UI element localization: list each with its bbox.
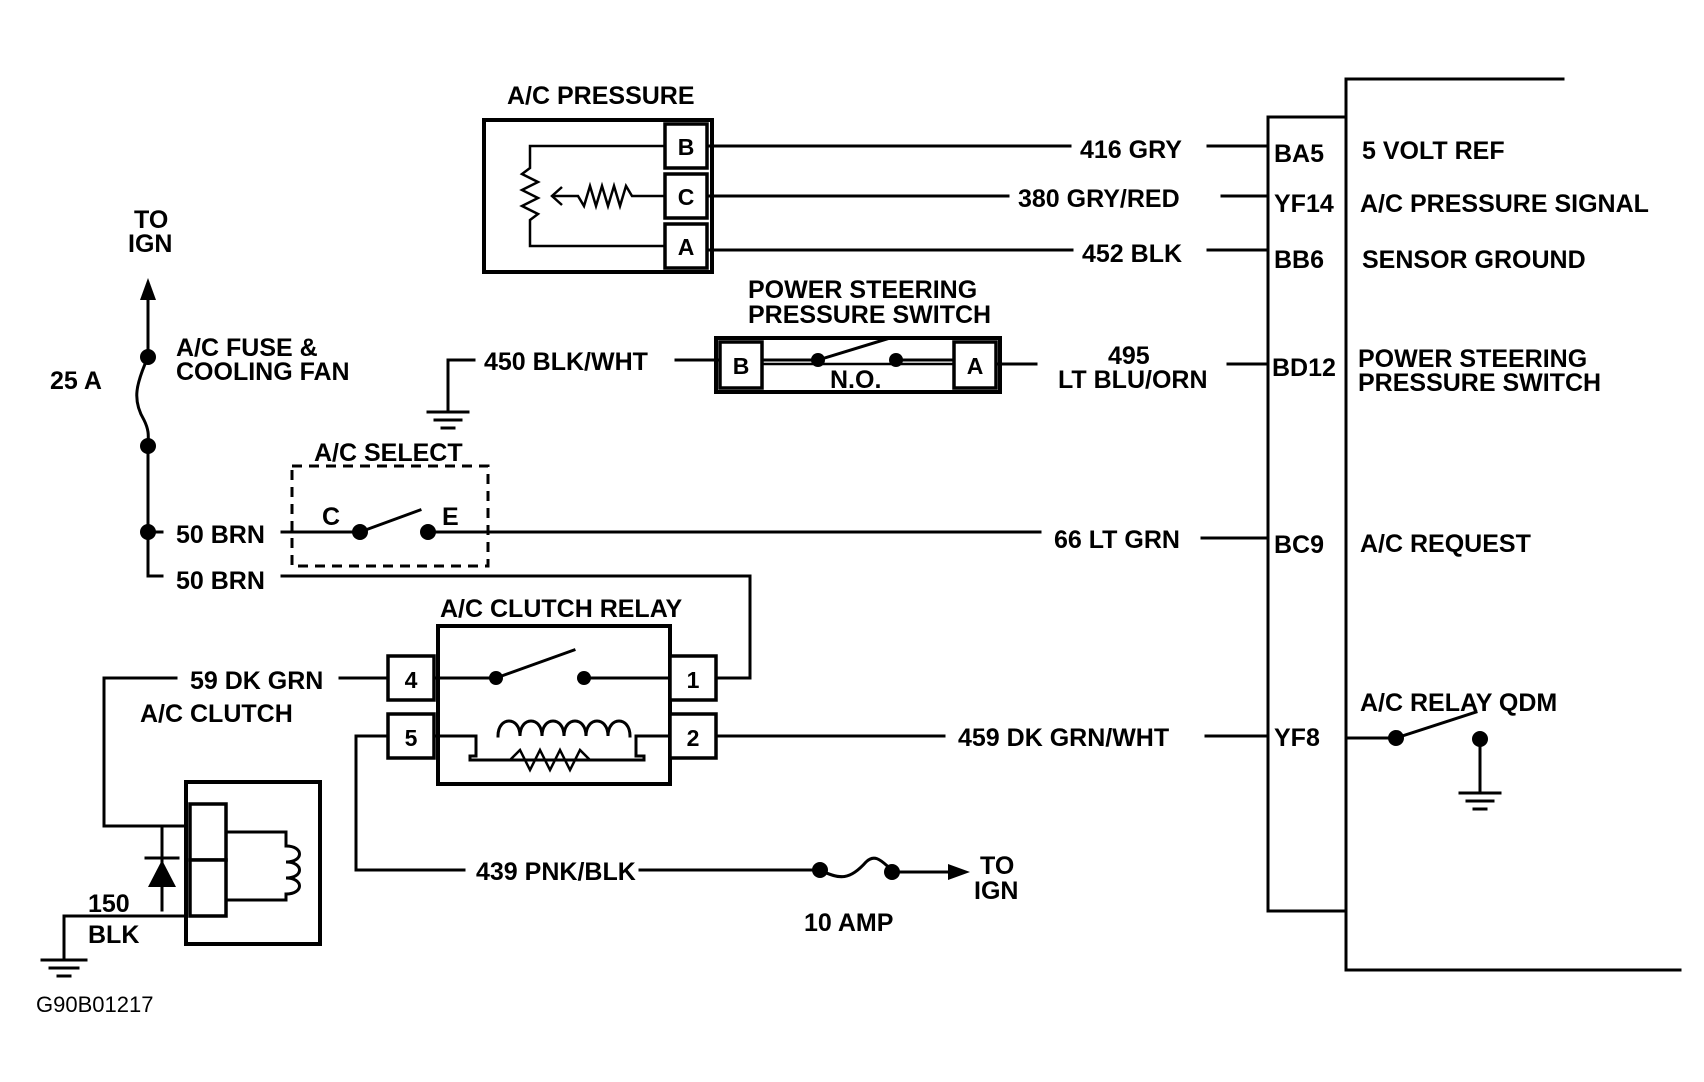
pressure-pin-b: B [678,134,695,160]
ecm-label-ps-switch-2: PRESSURE SWITCH [1358,369,1601,397]
ecm-label-ps-switch-1: POWER STEERING [1358,345,1587,373]
ps-pin-a: A [967,353,984,379]
fuse-icon [135,355,150,448]
fuse-name-2: COOLING FAN [176,358,350,386]
pressure-pin-a-box [663,222,709,270]
ac-clutch-title: A/C CLUTCH [140,700,293,728]
relay-coil-frame [432,734,672,762]
ps-switch-title-2: PRESSURE SWITCH [748,301,991,329]
relay-pin-2: 2 [687,725,700,751]
ecm-pin-ba5: BA5 [1274,140,1324,168]
wire-450-label: 450 BLK/WHT [484,348,648,376]
relay-pin-2-box [668,712,718,760]
ecm-pins: BA5 YF14 BB6 BD12 BC9 YF8 [1272,140,1336,752]
wire-50-label-a: 50 BRN [176,521,265,549]
ecm-label-relay-qdm: A/C RELAY QDM [1360,689,1557,717]
resistor-icon [519,144,665,248]
relay-resistor-icon [509,747,591,773]
wiper-arrow-icon [550,186,563,206]
ac-select-pin-c: C [322,503,340,531]
wire-50: 50 BRN 50 BRN [146,521,752,680]
wire-439: 439 PNK/BLK [354,734,822,886]
wire-439-label: 439 PNK/BLK [476,858,636,886]
diode-icon [148,860,176,887]
wire-50-label-b: 50 BRN [176,567,265,595]
wire-380-label: 380 GRY/RED [1018,185,1180,213]
relay-qdm-switch [1344,710,1502,811]
wire-150-color: BLK [88,921,139,949]
fuse-name-1: A/C FUSE & [176,334,318,362]
ecm-connector [1266,115,1348,913]
fuse-10a-to: TO [980,852,1014,880]
pressure-sensor-title: A/C PRESSURE [507,82,695,110]
ac-clutch: A/C CLUTCH [140,700,322,946]
fuse-10a-rating: 10 AMP [804,909,893,937]
wire-66: 66 LT GRN [1054,526,1270,554]
wire-459: 459 DK GRN/WHT [714,724,1270,752]
wire-150-number: 150 [88,890,130,918]
relay-pin-1: 1 [687,667,700,693]
wire-450: 450 BLK/WHT [426,348,722,430]
ecm-pin-bd12: BD12 [1272,354,1336,382]
relay-pin-4: 4 [405,667,418,693]
relay-title: A/C CLUTCH RELAY [440,595,682,623]
ecm-pin-yf8: YF8 [1274,724,1320,752]
relay-pin-5: 5 [405,725,418,751]
pressure-pin-c: C [678,184,695,210]
ac-pressure-sensor: A/C PRESSURE B C A [482,82,714,274]
ecm-label-vref: 5 VOLT REF [1362,137,1505,165]
ac-clutch-relay: A/C CLUTCH RELAY 4 5 1 2 [386,595,718,786]
pressure-pin-a: A [678,234,695,260]
wire-59: 59 DK GRN [102,667,390,828]
figure-code: G90B01217 [36,992,153,1017]
wire-59-label: 59 DK GRN [190,667,323,695]
ecm-module [1266,77,1682,972]
ps-pressure-switch: POWER STEERING PRESSURE SWITCH B A N.O. [714,276,1002,394]
wire-66-label: 66 LT GRN [1054,526,1180,554]
wire-150: 150 BLK [40,890,188,978]
wire-495-color: LT BLU/ORN [1058,366,1208,394]
ac-select-title: A/C SELECT [314,439,463,467]
arrow-right-icon [948,864,970,880]
ecm-pin-bb6: BB6 [1274,246,1324,274]
ps-pin-b: B [733,353,750,379]
fuse-10a: 10 AMP TO IGN [804,852,1018,937]
coil-icon [496,719,632,738]
fuse-to-label: TO [134,206,168,234]
ecm-label-pressure-signal: A/C PRESSURE SIGNAL [1360,190,1649,218]
ps-pin-a-box [952,340,998,390]
wire-459-label: 459 DK GRN/WHT [958,724,1169,752]
fuse-10a-icon [817,856,895,879]
fuse-10a-ign: IGN [974,877,1018,905]
ecm-labels: 5 VOLT REF A/C PRESSURE SIGNAL SENSOR GR… [1358,137,1649,717]
wire-416-label: 416 GRY [1080,136,1182,164]
wire-495: 495 LT BLU/ORN [994,342,1270,394]
wire-495-number: 495 [1108,342,1150,370]
ps-switch-title-1: POWER STEERING [748,276,977,304]
fuse-rating: 25 A [50,367,102,395]
ac-select-pin-e: E [442,503,459,531]
fuse-ign-label: IGN [128,230,172,258]
ecm-label-sensor-ground: SENSOR GROUND [1362,246,1586,274]
wire-452-label: 452 BLK [1082,240,1182,268]
fuse-25a: TO IGN 25 A A/C FUSE & COOLING FAN [50,206,350,578]
ecm-pin-yf14: YF14 [1274,190,1334,218]
ac-select-switch: A/C SELECT C E [290,439,1042,568]
pressure-pin-c-box [663,172,709,220]
sensor-wires: 416 GRY 380 GRY/RED 452 BLK [705,136,1270,268]
ecm-label-ac-request: A/C REQUEST [1360,530,1531,558]
ecm-pin-bc9: BC9 [1274,531,1324,559]
arrow-up-icon [140,278,156,300]
ps-switch-state: N.O. [830,366,881,394]
wiper-zigzag-icon [552,181,665,211]
clutch-coil-icon [284,844,301,896]
